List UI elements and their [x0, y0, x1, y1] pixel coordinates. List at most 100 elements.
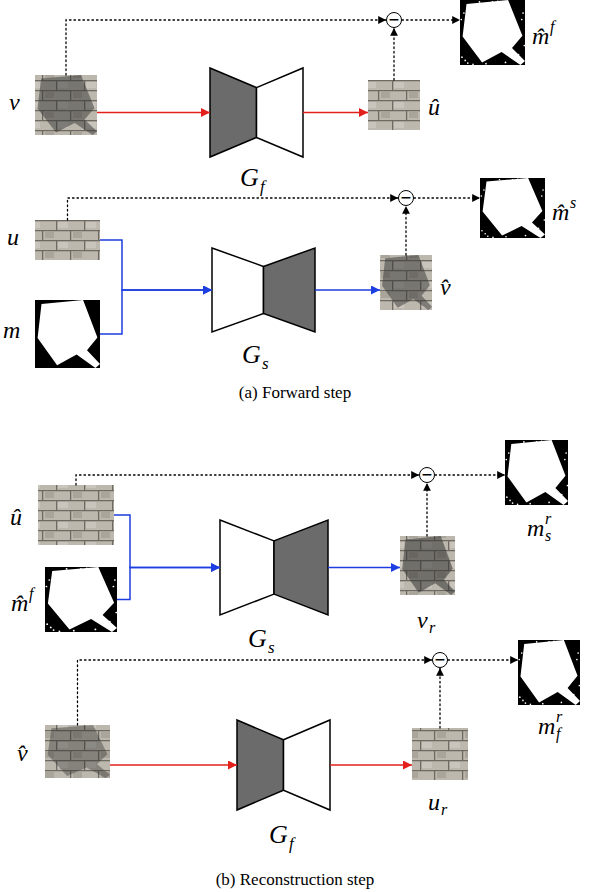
- shadow-image: [400, 536, 455, 595]
- dotted-arrow: [414, 197, 480, 198]
- index-label: s: [545, 528, 551, 544]
- illustration-part: [402, 536, 455, 595]
- subtract-operator: −: [386, 12, 402, 28]
- variable-label: m: [3, 318, 20, 342]
- data-flow-arrow: [330, 764, 412, 766]
- shadow-free-image: [368, 80, 420, 130]
- illustration-part: [380, 255, 432, 310]
- generator-shape: [212, 248, 315, 332]
- image-node: msr: [505, 440, 568, 505]
- data-flow-arrow: [100, 240, 212, 290]
- index-label: f: [29, 586, 33, 602]
- mask-image: [480, 178, 545, 238]
- operator-symbol: −: [399, 190, 413, 204]
- illustration-part: [45, 567, 117, 632]
- operator-symbol: −: [420, 467, 434, 481]
- generator-block: Gf: [210, 68, 303, 157]
- dotted-arrow: [402, 19, 460, 20]
- generator-block: Gf: [237, 720, 330, 810]
- illustration-part: [382, 255, 432, 310]
- variable-label: v: [9, 90, 20, 114]
- image-node: mfr: [518, 640, 580, 705]
- index-label: r: [556, 709, 562, 725]
- index-label: s: [268, 639, 275, 656]
- index-label: f: [550, 19, 554, 35]
- image-node: m̂s: [480, 178, 545, 238]
- mask-image: [35, 300, 100, 368]
- subtract-operator: −: [398, 190, 414, 206]
- illustration-part: [48, 725, 110, 778]
- shadow-free-image: [412, 728, 468, 780]
- illustration-part: [35, 220, 100, 260]
- dotted-arrow: [78, 660, 433, 725]
- mask-image: [45, 567, 117, 632]
- subtract-operator: −: [419, 467, 435, 483]
- image-node: v̂: [380, 255, 432, 310]
- image-node: m̂f: [460, 0, 525, 65]
- generator-shape: [220, 520, 328, 615]
- dotted-arrow: [76, 475, 419, 485]
- variable-label: G: [240, 165, 259, 191]
- illustration-part: [508, 440, 568, 505]
- image-node: û: [38, 485, 114, 545]
- generator-block: Gs: [220, 520, 328, 615]
- subfigure-caption: (a) Forward step: [0, 384, 590, 401]
- variable-label: m̂: [532, 24, 549, 48]
- mask-image: [518, 640, 580, 705]
- shadow-image: [45, 725, 110, 778]
- variable-label: û: [10, 505, 22, 529]
- data-flow-arrow: [100, 290, 212, 334]
- dotted-arrow: [405, 206, 406, 255]
- data-flow-arrow: [328, 567, 400, 569]
- index-label: r: [441, 802, 447, 818]
- data-flow-arrow: [110, 764, 237, 766]
- illustration-part: [37, 75, 97, 135]
- image-node: û: [368, 80, 420, 130]
- dotted-arrow: [66, 20, 386, 75]
- illustration-part: [520, 640, 580, 705]
- generator-shape: [237, 720, 330, 810]
- encoder-trapezoid: [237, 720, 284, 810]
- image-node: v: [35, 75, 97, 135]
- illustration-part: [480, 178, 545, 238]
- variable-label: v: [417, 608, 428, 632]
- variable-label: û: [428, 95, 440, 119]
- generator-shape: [210, 68, 303, 157]
- index-label: s: [570, 195, 576, 211]
- image-node: ur: [412, 728, 468, 780]
- shadow-image: [380, 255, 432, 310]
- decoder-trapezoid: [264, 248, 316, 332]
- illustration-part: [46, 567, 118, 632]
- data-flow-arrow: [315, 289, 380, 291]
- generator-block: Gs: [212, 248, 315, 332]
- illustration-part: [45, 725, 110, 778]
- illustration-part: [460, 0, 525, 65]
- variable-label: m̂: [11, 591, 28, 615]
- index-label: f: [289, 835, 294, 852]
- illustration-part: [483, 178, 545, 238]
- variable-label: v̂: [17, 741, 28, 765]
- illustration-part: [463, 0, 525, 65]
- data-flow-arrow: [303, 112, 368, 114]
- encoder-trapezoid: [210, 68, 257, 157]
- illustration-part: [35, 300, 100, 368]
- dotted-arrow: [68, 198, 399, 220]
- image-node: vr: [400, 536, 455, 595]
- image-node: m̂f: [45, 567, 117, 632]
- subfigure-caption: (b) Reconstruction step: [0, 871, 590, 888]
- variable-label: G: [248, 626, 267, 652]
- dotted-arrow: [393, 28, 394, 80]
- index-label: s: [262, 355, 269, 372]
- index-label: r: [545, 511, 551, 527]
- variable-label: m: [527, 516, 544, 540]
- data-flow-arrow: [117, 568, 220, 600]
- index-label: f: [556, 726, 560, 742]
- illustration-part: [400, 536, 455, 595]
- encoder-trapezoid: [220, 520, 274, 615]
- illustration-part: [38, 485, 114, 545]
- shadow-free-image: [35, 220, 100, 260]
- illustration-part: [480, 178, 545, 238]
- illustration-part: [368, 80, 420, 130]
- variable-label: u: [7, 225, 19, 249]
